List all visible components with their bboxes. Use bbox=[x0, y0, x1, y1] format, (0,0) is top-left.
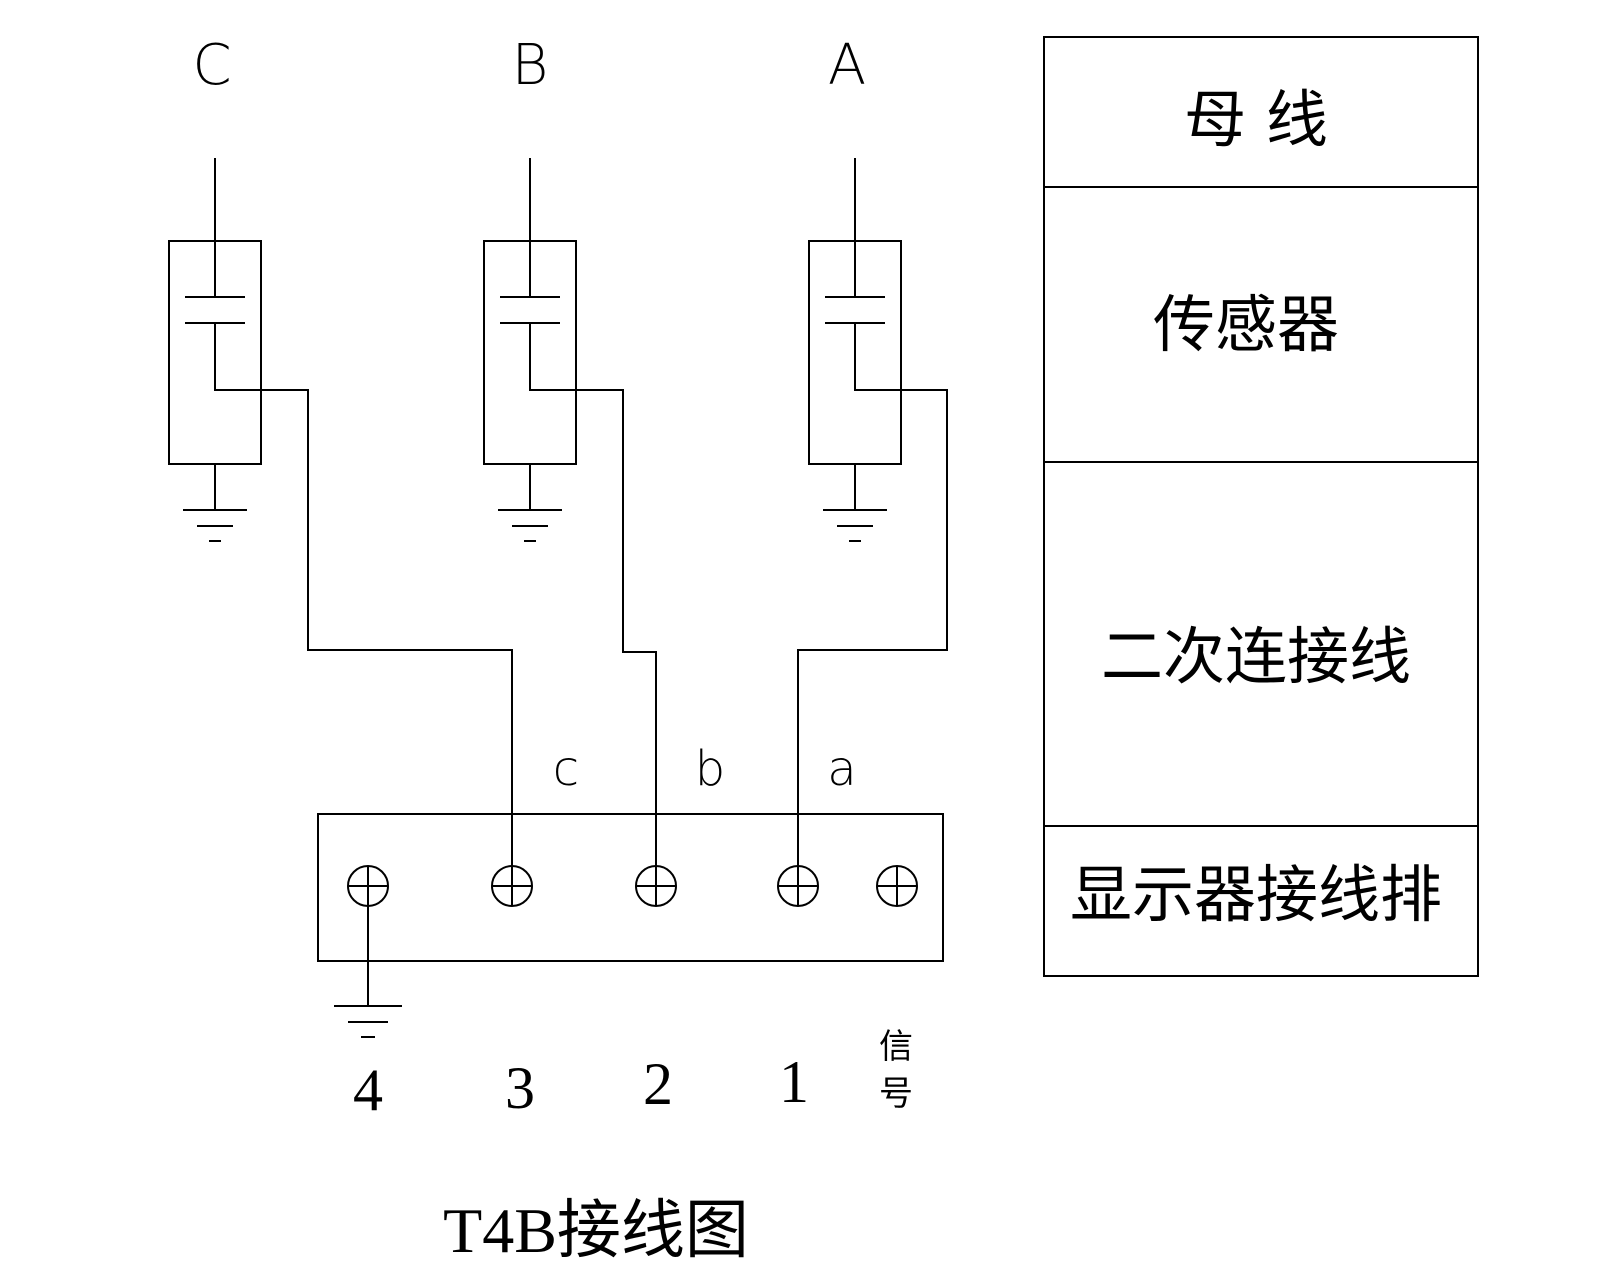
wire-label-b: b bbox=[695, 741, 725, 797]
ground-icon bbox=[823, 509, 887, 542]
terminal-1 bbox=[777, 865, 819, 907]
terminal-number-1: 1 bbox=[779, 1049, 809, 1115]
terminal-number-3: 3 bbox=[505, 1055, 535, 1121]
phase-label-a: A bbox=[828, 33, 866, 98]
legend-busbar: 母 线 bbox=[1184, 83, 1328, 156]
signal-label-top: 信 bbox=[879, 1027, 913, 1067]
terminal-2 bbox=[635, 865, 677, 907]
terminal-number-2: 2 bbox=[643, 1051, 673, 1117]
legend-terminal-block: 显示器接线排 bbox=[1070, 858, 1442, 931]
legend-table: 母 线 传感器 二次连接线 显示器接线排 bbox=[1043, 36, 1479, 977]
ground-icon bbox=[334, 1005, 402, 1038]
terminal-number-4: 4 bbox=[353, 1057, 383, 1123]
sensor-a bbox=[797, 158, 948, 878]
diagram-caption: T4B接线图 bbox=[443, 1195, 749, 1266]
terminal-signal bbox=[876, 865, 918, 907]
terminal-3 bbox=[491, 865, 533, 907]
legend-sensor: 传感器 bbox=[1153, 288, 1339, 361]
wire-label-a: a bbox=[827, 741, 856, 797]
terminal-block bbox=[317, 813, 944, 962]
sensor-c bbox=[168, 158, 513, 878]
signal-label-bottom: 号 bbox=[879, 1074, 913, 1114]
wire-label-c: c bbox=[553, 741, 579, 797]
ground-icon bbox=[183, 509, 247, 542]
phase-label-c: C bbox=[192, 33, 231, 98]
phase-label-b: B bbox=[512, 33, 549, 98]
legend-secondary-wiring: 二次连接线 bbox=[1101, 620, 1411, 693]
sensor-b bbox=[483, 158, 657, 878]
ground-icon bbox=[498, 509, 562, 542]
